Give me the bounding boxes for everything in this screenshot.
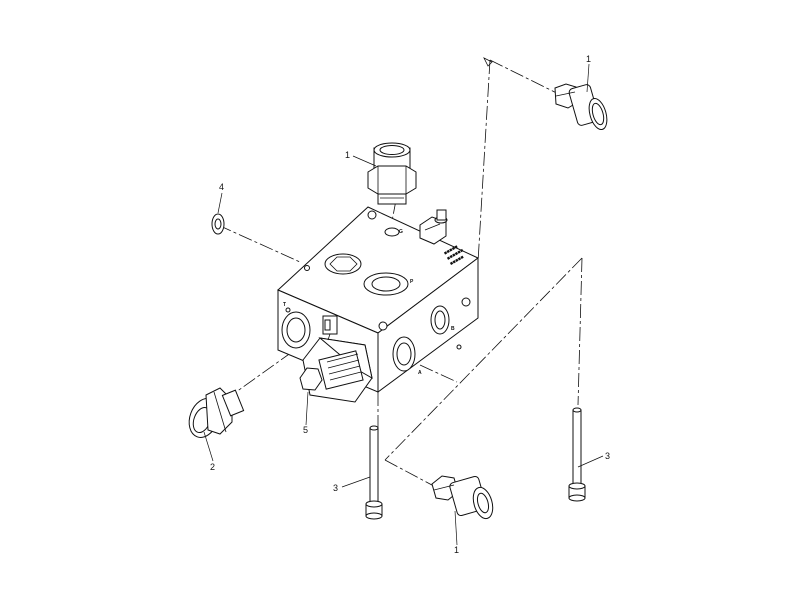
- fitting-bottom: [431, 475, 494, 520]
- nameplate: ■■■■■ ■■■■■■ ■■■■■: [443, 244, 465, 267]
- callout-2: 2: [210, 462, 215, 472]
- callout-1-top-right: 1: [586, 54, 591, 64]
- port-label-g: G: [399, 229, 403, 235]
- callout-5: 5: [303, 425, 308, 435]
- pilot-cartridge: [419, 209, 448, 245]
- callout-1-bottom: 1: [454, 545, 459, 555]
- callout-4: 4: [219, 182, 224, 192]
- washer: [211, 213, 225, 235]
- leader-lines: [203, 63, 604, 546]
- callout-3-right: 3: [605, 451, 610, 461]
- callout-3-left: 3: [333, 483, 338, 493]
- fitting-left: [188, 387, 245, 438]
- bolt-left: [365, 425, 383, 520]
- fitting-top-right: [554, 83, 608, 131]
- callout-1-top: 1: [345, 150, 350, 160]
- solenoid-nut-icon: [299, 367, 323, 391]
- top-port-g: [384, 227, 400, 237]
- solenoid-coil: [299, 315, 373, 403]
- port-label-b: B: [451, 326, 455, 332]
- port-label-t: T: [283, 302, 286, 308]
- fitting-top-vertical: [367, 142, 417, 205]
- port-label-p: P: [410, 279, 414, 285]
- port-label-a: A: [418, 370, 422, 376]
- callout-numbers: 1 1 4 5 2 3 3 1: [210, 54, 610, 555]
- bolt-right: [568, 407, 586, 502]
